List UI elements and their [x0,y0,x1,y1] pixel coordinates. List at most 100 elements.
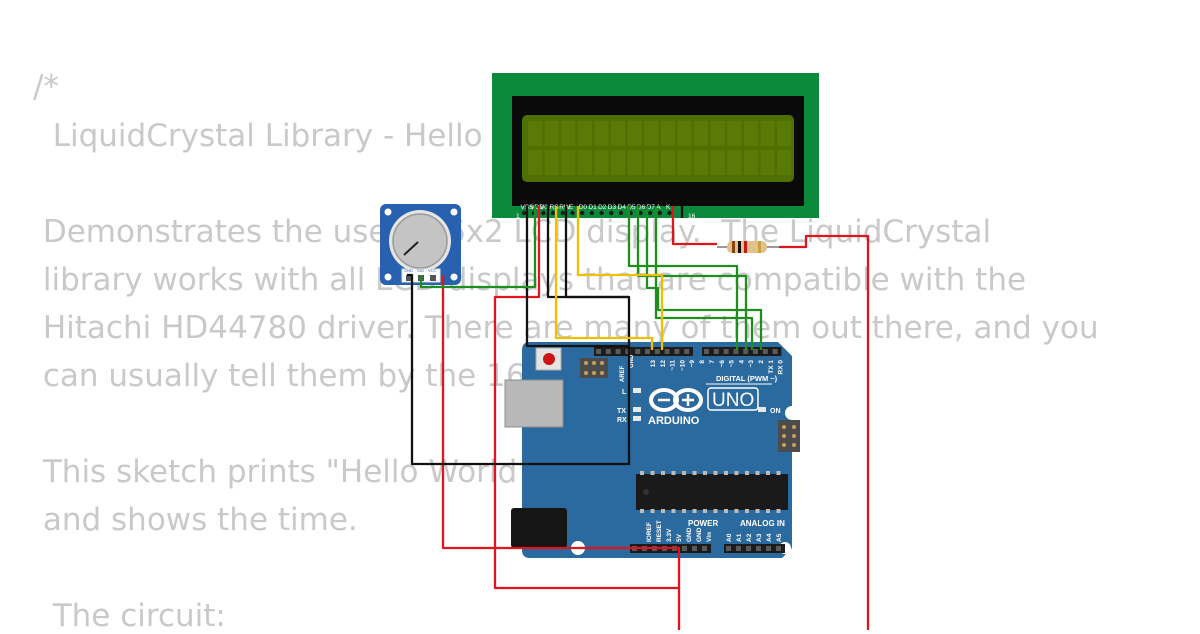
header-housing [594,347,693,356]
header-pin[interactable] [733,349,739,354]
header-pin[interactable] [766,546,771,551]
header-pin[interactable] [746,546,751,551]
header-pin[interactable] [702,546,707,551]
usb-port [504,379,564,428]
wire-green[interactable] [654,206,754,350]
wire-green[interactable] [419,206,537,289]
header-pin[interactable] [605,349,611,354]
header-pin[interactable] [596,349,601,354]
pot-pin[interactable] [430,275,436,281]
wire-yellow[interactable] [554,206,654,350]
lcd-char-cell [743,121,758,146]
lcd-pin-first-label: 1 [516,213,520,220]
wire-black[interactable] [407,206,631,466]
lcd-pin[interactable] [570,210,575,216]
lcd-pin[interactable] [560,210,565,216]
lcd-pin[interactable] [580,210,585,216]
header-pin[interactable] [664,349,670,354]
lcd-pin[interactable] [589,210,595,216]
header-pin[interactable] [713,349,719,354]
lcd-pin[interactable] [550,210,556,216]
code-line: /* [33,69,59,105]
pot-pin-label: VCC [428,268,437,273]
chip-leg [776,471,781,475]
lcd-pin-label: V0 [540,204,548,211]
header-pin[interactable] [615,349,621,354]
chip-leg [713,509,718,513]
lcd-char-cell [594,150,609,175]
header-pin[interactable] [753,349,758,354]
pin-label: 2 [758,360,765,364]
wire-red[interactable] [779,234,870,630]
wire-black[interactable] [564,206,629,299]
uno-badge [707,387,759,411]
header-pin[interactable] [762,349,768,354]
header-pin[interactable] [776,546,781,551]
lcd-char-cell [660,150,675,175]
header-pin[interactable] [674,349,680,354]
lcd-char-cell [660,121,675,146]
pin-label: A5 [776,533,783,542]
microcontroller-chip [636,474,788,510]
lcd-char-cell [710,121,725,146]
header-pin[interactable] [692,546,697,551]
header-pin[interactable] [682,546,687,551]
lcd-pin[interactable] [638,210,643,216]
lcd-pin-label: D6 [637,204,646,211]
lcd-char-cell [627,121,642,146]
pot-pin[interactable] [406,275,412,281]
pin-label: ~6 [719,360,726,368]
header-pin[interactable] [654,349,660,354]
lcd-char-cell [727,121,742,146]
wire-green[interactable] [645,206,763,350]
chip-leg [734,471,739,475]
lcd-char-cell [694,150,709,175]
potentiometer[interactable]: GND SIG VCC [380,204,461,285]
header-pin[interactable] [645,349,650,354]
wire-black[interactable] [525,206,630,348]
lcd-pin[interactable] [609,210,614,216]
knob[interactable] [392,213,448,269]
resistor[interactable] [717,241,779,253]
lcd-pin[interactable] [541,210,546,216]
chip-leg [671,509,676,513]
header-pin[interactable] [704,349,709,354]
pot-pin-label: SIG [417,268,424,273]
lcd-pin[interactable] [599,210,604,216]
wire-red[interactable] [671,206,717,246]
wire-green[interactable] [636,206,748,350]
header-pin[interactable] [723,349,729,354]
pin-label: TX 1 [768,360,775,374]
lcd-char-cell [694,121,709,146]
pin-label: GND [696,527,703,542]
header-pin[interactable] [743,349,749,354]
lcd-char-cell [561,150,576,175]
header-pin[interactable] [684,349,690,354]
lcd-pin[interactable] [521,210,527,216]
pin-label: 13 [650,360,657,368]
lcd-pin[interactable] [657,210,662,216]
lcd-pin[interactable] [618,210,624,216]
lcd-pin[interactable] [667,210,672,216]
wire-green[interactable] [627,206,739,350]
header-pin[interactable] [736,546,741,551]
lcd-char-cell [528,121,543,146]
wire-red[interactable] [493,206,679,590]
wire-yellow[interactable] [576,206,664,350]
lcd-pin[interactable] [647,210,653,216]
lcd-char-cell [777,150,792,175]
pin-label: A1 [736,533,743,542]
header-housing [724,544,785,553]
pin-label: RESET [656,520,663,542]
header-pin[interactable] [726,546,731,551]
reset-button-icon[interactable] [543,353,555,365]
header-pin[interactable] [756,546,761,551]
header-pin[interactable] [635,349,641,354]
lcd-char-cell [544,121,559,146]
pin-label: GND [686,527,693,542]
header-pin[interactable] [772,349,778,354]
code-line: Hitachi HD44780 driver. There are many o… [33,310,1099,346]
